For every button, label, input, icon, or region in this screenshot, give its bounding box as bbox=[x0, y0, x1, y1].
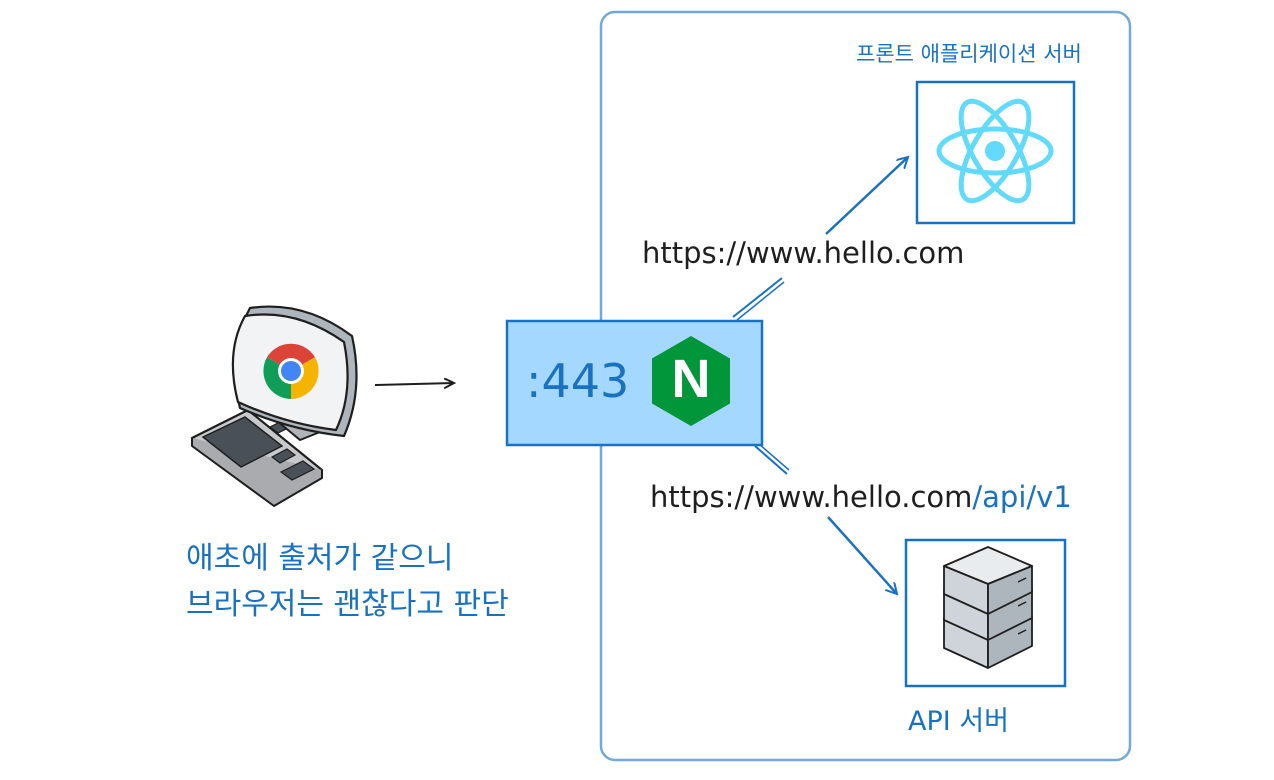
api-route-url: https://www.hello.com/api/v1 bbox=[650, 480, 1072, 514]
desktop-computer-icon bbox=[190, 305, 358, 507]
server-stack-icon bbox=[943, 546, 1033, 669]
client-to-proxy-arrow bbox=[374, 383, 454, 385]
proxy-to-front-arrow bbox=[732, 157, 908, 321]
nginx-icon bbox=[652, 336, 730, 426]
api-server-label: API 서버 bbox=[908, 706, 1009, 737]
api-route-url-base: https://www.hello.com bbox=[650, 480, 973, 514]
proxy-to-api-arrow bbox=[754, 443, 897, 594]
api-route-url-path: /api/v1 bbox=[972, 480, 1072, 514]
client-caption-line: 애초에 출처가 같으니 bbox=[186, 541, 454, 576]
front-route-url: https://www.hello.com bbox=[642, 236, 965, 270]
react-icon bbox=[936, 98, 1054, 204]
nginx-port-label: :443 bbox=[526, 354, 630, 408]
chrome-icon bbox=[263, 343, 319, 399]
client-caption: 애초에 출처가 같으니 브라우저는 괜찮다고 판단 bbox=[186, 536, 509, 628]
nginx-logo-letter: N bbox=[672, 349, 711, 409]
front-server-label: 프론트 애플리케이션 서버 bbox=[856, 42, 1082, 66]
client-caption-line: 브라우저는 괜찮다고 판단 bbox=[186, 587, 509, 622]
